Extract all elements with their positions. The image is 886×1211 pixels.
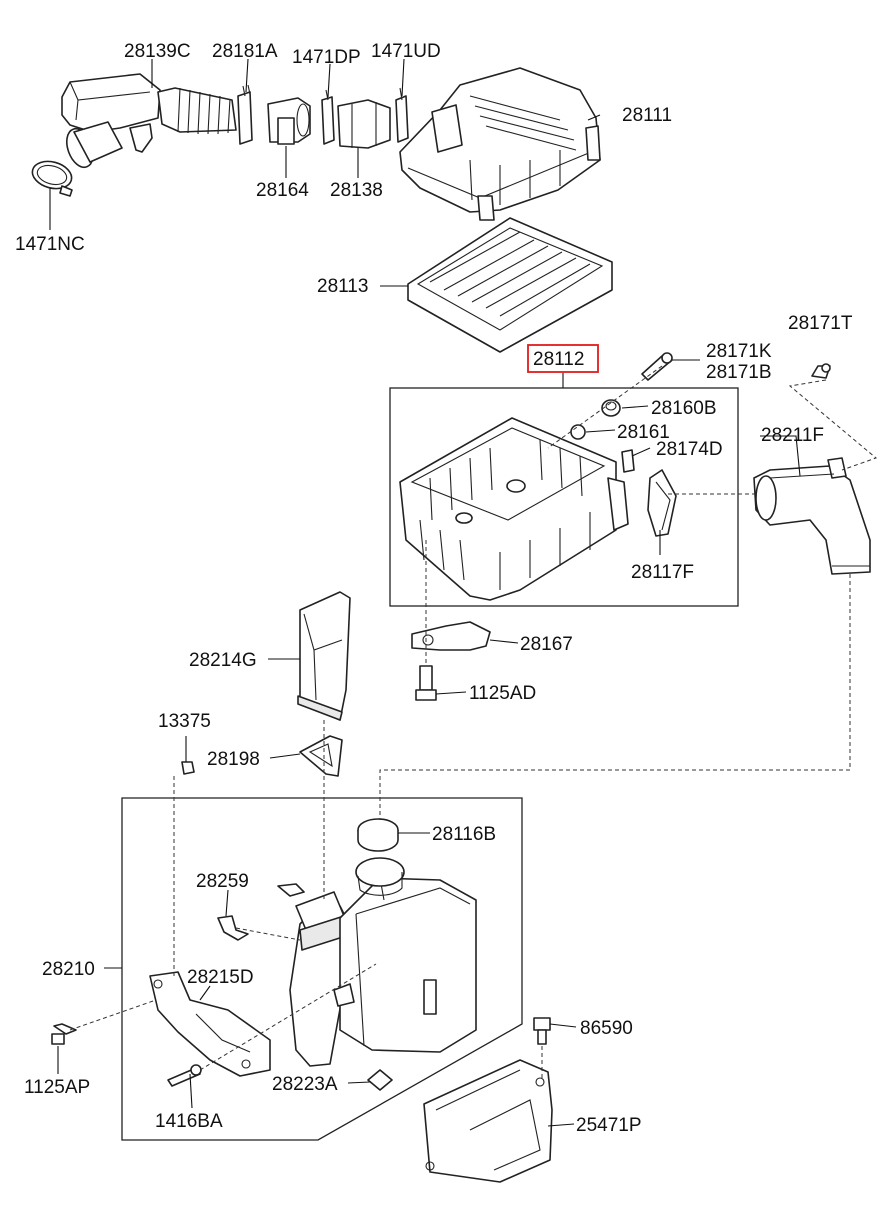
leader-lines <box>49 58 801 1127</box>
cap-28116b <box>357 818 399 852</box>
label-28116b: 28116B <box>432 824 496 845</box>
label-28181a: 28181A <box>212 41 278 62</box>
part-labels: 28139C 28181A 1471DP 1471UD 28111 28164 … <box>15 41 853 1136</box>
label-28223a: 28223A <box>272 1074 338 1095</box>
label-28160b: 28160B <box>651 398 717 419</box>
air-cleaner-cover-28111 <box>399 67 601 221</box>
label-28117f: 28117F <box>631 562 694 583</box>
label-1416ba: 1416BA <box>155 1111 223 1132</box>
label-28174d: 28174D <box>656 439 723 460</box>
nut-13375 <box>181 761 195 775</box>
hose-clamp-28181a <box>237 84 253 145</box>
label-28161: 28161 <box>617 422 670 443</box>
group-frame-28210 <box>121 797 523 1141</box>
label-1471dp: 1471DP <box>292 47 361 68</box>
label-28259: 28259 <box>196 871 249 892</box>
grommet-28160b <box>601 399 621 417</box>
clip-28223a <box>367 1069 393 1091</box>
label-1125ap: 1125AP <box>24 1077 90 1098</box>
label-28113: 28113 <box>317 276 368 297</box>
seal-28198 <box>299 735 343 777</box>
bolt-28171t <box>811 363 831 379</box>
air-flow-sensor-28164 <box>267 97 311 145</box>
label-28210: 28210 <box>42 959 95 980</box>
grommet-28161 <box>570 424 586 440</box>
connector-hose-28138 <box>337 99 391 149</box>
air-guide-28214g <box>297 591 351 721</box>
highlight-box-28112 <box>527 344 599 373</box>
bolt-86590 <box>533 1017 551 1045</box>
shield-25471p <box>423 1059 553 1183</box>
label-1471ud: 1471UD <box>371 41 441 62</box>
bellows-hose <box>157 87 237 135</box>
air-cleaner-body-28112 <box>399 417 629 601</box>
seal-28117f <box>647 469 677 537</box>
group-frame-28112 <box>389 387 739 607</box>
bracket-28167 <box>411 621 491 651</box>
clamp-1471ud <box>395 87 409 143</box>
label-1471nc: 1471NC <box>15 234 85 255</box>
clamp-1471dp <box>321 89 335 145</box>
bolt-1125ap <box>51 1023 77 1045</box>
resonator-28210 <box>289 857 477 1067</box>
label-25471p: 25471P <box>576 1115 642 1136</box>
label-28214g: 28214G <box>189 650 257 671</box>
label-28171b: 28171B <box>706 362 772 383</box>
label-28112: 28112 <box>533 349 584 370</box>
label-28139c: 28139C <box>124 41 191 62</box>
label-1125ad: 1125AD <box>469 683 536 704</box>
clip-28259 <box>217 883 305 941</box>
bolt-1125ad <box>415 665 437 701</box>
label-28215d: 28215D <box>187 967 254 988</box>
clip-1416ba <box>167 1064 202 1087</box>
label-28171k: 28171K <box>706 341 772 362</box>
bolt-28171k <box>641 352 673 381</box>
hose-clamp-1471nc <box>31 160 73 197</box>
label-28211f: 28211F <box>761 425 824 446</box>
label-13375: 13375 <box>158 711 211 732</box>
air-filter-element-28113 <box>407 217 613 353</box>
air-duct-28211f <box>753 457 871 575</box>
label-28167: 28167 <box>520 634 573 655</box>
label-28171t: 28171T <box>788 313 853 334</box>
assembly-dashed-lines <box>69 365 877 1080</box>
label-28138: 28138 <box>330 180 383 201</box>
label-86590: 86590 <box>580 1018 633 1039</box>
air-intake-duct-28139c <box>61 73 161 169</box>
label-28198: 28198 <box>207 749 260 770</box>
label-28111: 28111 <box>622 105 672 126</box>
bracket-28215d <box>149 971 271 1077</box>
label-28164: 28164 <box>256 180 309 201</box>
clip-28174d <box>621 449 635 473</box>
